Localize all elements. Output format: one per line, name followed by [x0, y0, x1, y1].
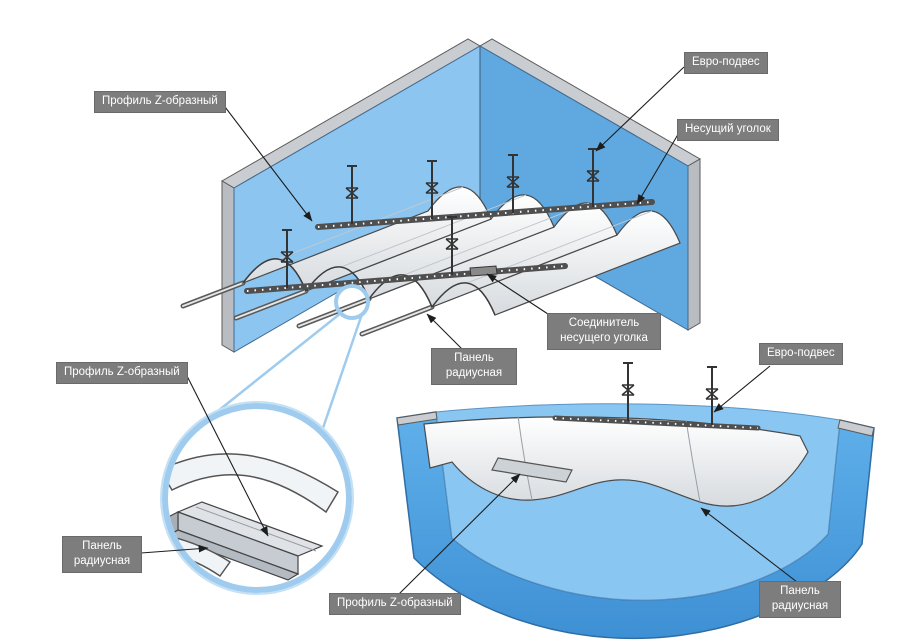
carrying-angle-secondary — [552, 415, 761, 431]
label-z-profile-detail: Профиль Z-образный — [56, 362, 188, 384]
leader-z-profile-top — [221, 102, 313, 222]
label-bearing-angle: Несущий уголок — [677, 119, 779, 141]
panel-front-arcs — [242, 258, 496, 316]
left-wall — [221, 38, 481, 353]
magnifier-ring-outer — [160, 401, 354, 595]
leader-bearing-angle — [636, 130, 681, 205]
z-profile-stubs — [180, 280, 435, 337]
leader-euro-hanger-top — [595, 66, 685, 152]
radius-panels — [241, 186, 681, 316]
leader-lines — [140, 66, 798, 595]
leader-euro-hanger-bottom — [713, 365, 771, 413]
carrying-angle-front — [244, 263, 568, 294]
cove-edge-right — [837, 419, 875, 437]
detail-radius-panel-upper — [168, 453, 340, 514]
secondary-isometric-view — [396, 362, 875, 640]
leader-z-profile-detail — [185, 373, 269, 537]
z-profile-slot — [491, 457, 573, 483]
detail-z-profile — [168, 501, 324, 581]
leader-radius-panel-mid — [426, 313, 463, 350]
label-radius-panel-bottom: Панель радиусная — [759, 581, 841, 618]
carrying-angle-connector — [469, 265, 498, 277]
label-euro-hanger-top: Евро-подвес — [684, 52, 768, 74]
label-radius-panel-mid: Панель радиусная — [431, 348, 517, 385]
leader-connector — [486, 273, 552, 317]
main-isometric-view — [180, 38, 701, 353]
label-z-profile-top: Профиль Z-образный — [94, 91, 226, 113]
detail-radius-panel-lower — [168, 531, 232, 578]
magnifier-source-circle — [334, 284, 370, 320]
label-bearing-angle-connector: Соединитель несущего уголка — [547, 313, 661, 350]
secondary-panel-separations — [517, 415, 701, 503]
leader-z-profile-bottom — [398, 473, 521, 595]
detail-view — [160, 401, 354, 595]
cove-edge-left — [396, 411, 438, 426]
carrying-angle-back — [315, 199, 655, 230]
magnifier-ring — [162, 403, 352, 593]
label-radius-panel-detail: Панель радиусная — [62, 536, 142, 573]
leader-radius-panel-bottom — [700, 507, 798, 583]
leader-radius-panel-detail — [140, 544, 209, 554]
label-z-profile-bottom: Профиль Z-образный — [329, 593, 461, 615]
label-euro-hanger-bottom: Евро-подвес — [759, 343, 843, 365]
